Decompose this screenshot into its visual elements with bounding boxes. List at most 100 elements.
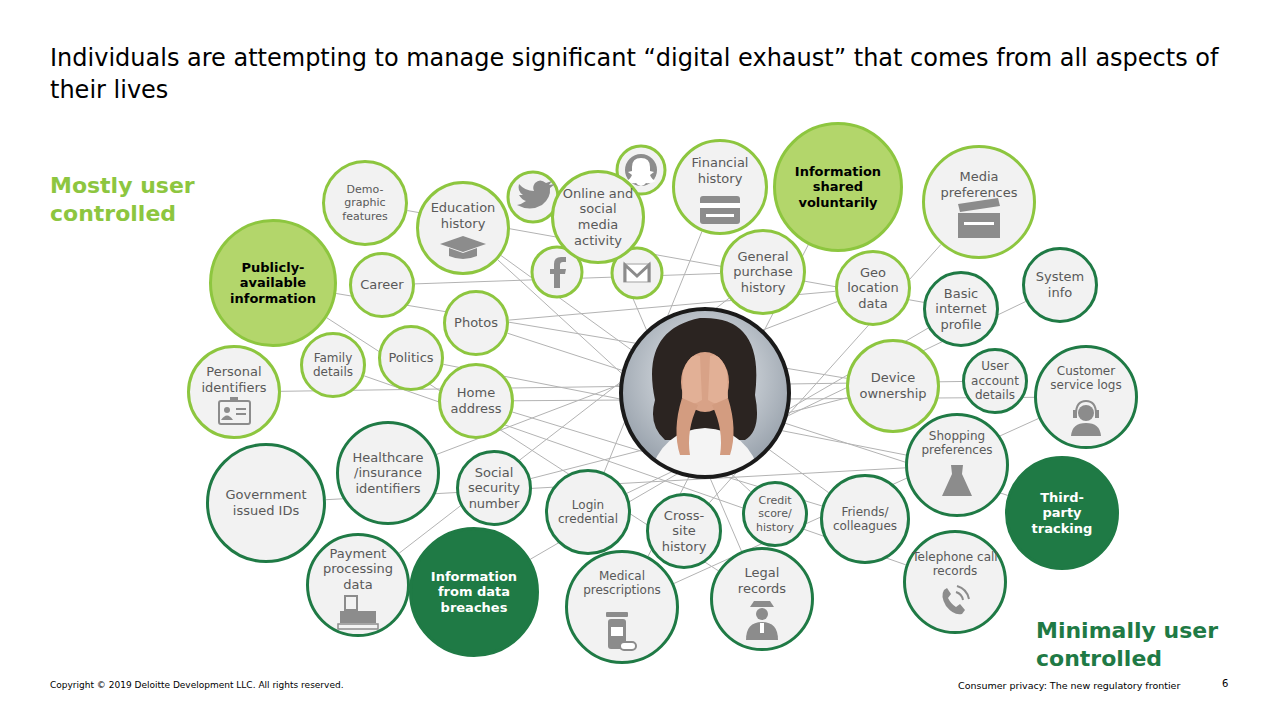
node-label: Publicly- available information [223,260,323,307]
photo-hair [652,318,757,440]
data-circle: Healthcare /insurance identifiers [336,421,440,525]
data-circle: Government issued IDs [206,443,326,563]
circle-shape [547,471,630,554]
data-circle: Media preferences [922,145,1036,259]
circle-shape [722,231,805,314]
circle-shape [822,476,909,563]
circle-outline [903,530,1007,634]
text-wrap: Family details [305,351,361,380]
footer-note: 6 [1222,678,1242,691]
text-wrap: Social security number [461,465,527,512]
text-wrap: Demo- graphic features [336,183,394,223]
circle-outline [672,139,768,235]
data-circle: Education history [416,181,510,275]
data-circle: Financial history [672,139,768,235]
node-label: Government issued IDs [216,487,316,518]
node-label: General purchase history [727,249,799,296]
circle-outline [905,413,1009,517]
data-circle: Credit score/ history [742,481,808,547]
circle-shape [553,172,644,263]
data-circle: Career [349,252,415,318]
node-label: Personal identifiers [192,364,276,395]
circle-shape [1024,249,1097,322]
text-wrap: Personal identifiers [192,364,276,395]
text-wrap: Geo location data [842,265,904,312]
data-circle: Shopping preferences [905,413,1009,517]
circle-shape [837,252,910,325]
node-label: Geo location data [842,265,904,312]
node-label: Politics [380,350,442,366]
node-label: User account details [967,359,1023,402]
node-label: System info [1029,269,1091,300]
circle-shape [907,415,1008,516]
node-label: Demo- graphic features [336,183,394,223]
text-wrap: Login credential [553,498,623,527]
envelope-m [625,265,649,282]
data-circle: Politics [378,325,444,391]
circle-shape [338,423,439,524]
data-circle: Cross- site history [646,493,722,569]
bird-shape [517,181,555,209]
circle-shape [411,529,538,656]
circle-outline [565,550,679,664]
circle-shape [189,347,280,438]
data-circle: Friends/ colleagues [820,474,910,564]
node-label: Home address [444,385,508,416]
circle-outline [710,547,814,651]
data-circle: General purchase history [720,229,806,315]
circle-shape [924,147,1035,258]
data-circle: User account details [962,348,1028,414]
data-circle: Login credential [545,469,631,555]
center-photo [615,305,795,485]
text-wrap: Photos [446,315,506,331]
text-wrap: Payment processing data [315,546,401,593]
text-wrap: Career [352,277,412,293]
circle-shape [674,141,767,234]
node-label: Payment processing data [315,546,401,593]
node-label: Third- party tracking [1020,490,1104,537]
circle-shape [418,183,509,274]
data-circle: Demo- graphic features [322,160,408,246]
data-circle: Geo location data [835,250,911,326]
text-wrap: Friends/ colleagues [826,505,904,534]
photo-hand [708,355,728,403]
circle-shape [1007,458,1118,569]
data-circle: Home address [438,363,514,439]
ghost-shape [626,158,656,186]
envelope [624,264,650,282]
data-circle: Online and social media activity [551,170,645,264]
text-wrap: Politics [380,350,442,366]
circle-shape [712,549,813,650]
node-label: Family details [305,351,361,380]
text-wrap: Online and social media activity [561,186,635,248]
photo-background [615,305,795,485]
data-circle: Publicly- available information [209,219,337,347]
text-wrap: Customer service logs [1043,364,1129,393]
data-circle: Legal records [710,547,814,651]
node-label: Medical prescriptions [575,569,669,598]
node-label: Social security number [461,465,527,512]
text-wrap: Publicly- available information [223,260,323,307]
circle-shape [440,365,513,438]
text-wrap: Credit score/ history [747,494,803,534]
data-circle: Medical prescriptions [565,550,679,664]
axis-label: Minimally user controlled [1036,617,1256,672]
text-wrap: Basic internet profile [929,286,993,333]
node-label: Online and social media activity [561,186,635,248]
circle-outline [1034,345,1138,449]
node-label: Basic internet profile [929,286,993,333]
text-wrap: Government issued IDs [216,487,316,518]
data-circle: Information from data breaches [409,527,539,657]
text-wrap: Education history [422,200,504,231]
data-circle: Payment processing data [306,533,410,637]
text-wrap: Financial history [680,155,760,186]
photo-shirt [648,428,762,480]
axis-label: Mostly user controlled [50,172,240,227]
circle-shape [648,495,721,568]
node-label: Career [352,277,412,293]
node-label: Legal records [720,565,804,596]
node-label: Cross- site history [656,508,712,555]
circle-shape [925,273,998,346]
circle-shape [458,452,531,525]
